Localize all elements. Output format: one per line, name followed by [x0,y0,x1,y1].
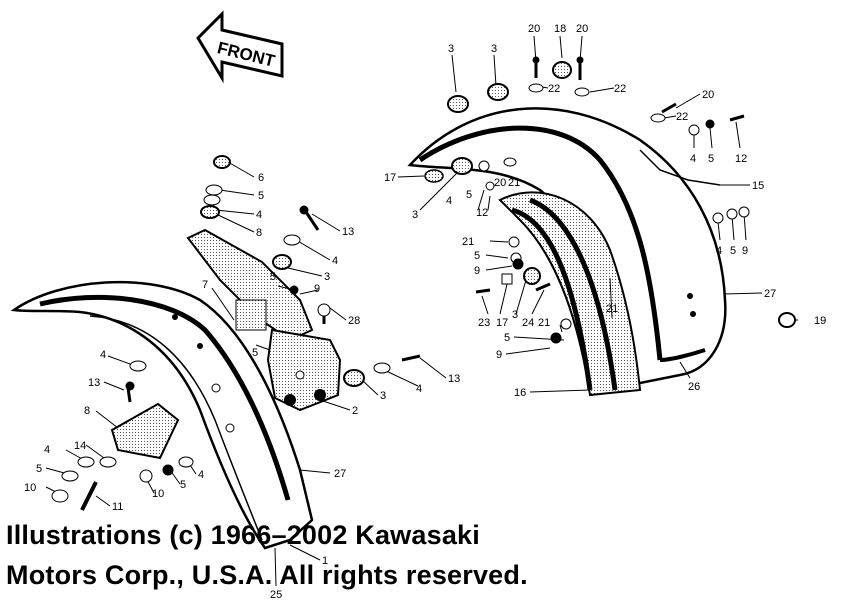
callout-label: 3 [380,390,386,402]
callout-label: 3 [512,309,518,321]
callout-label: 4 [690,153,696,165]
callout-label: 12 [476,207,488,219]
callout-label: 14 [74,440,86,452]
callout-label: 21 [606,303,618,315]
callout-label: 16 [514,387,526,399]
callout-label: 12 [735,153,747,165]
callout-label: 24 [522,317,534,329]
callout-label: 17 [384,172,396,184]
callout-label: 3 [448,43,454,55]
callout-label: 5 [270,271,276,283]
callout-label: 4 [100,349,106,361]
callout-label: 3 [324,271,330,283]
callout-label: 27 [764,288,776,300]
callout-label: 21 [538,317,550,329]
callout-label: 11 [112,501,123,513]
callout-label: 5 [180,479,186,491]
callout-label: 5 [36,463,42,475]
copyright-line-2: Motors Corp., U.S.A. All rights reserved… [6,560,528,590]
callout-label: 15 [752,180,764,192]
callout-label: 28 [348,315,360,327]
callout-label: 4 [332,255,338,267]
callout-label: 8 [84,405,90,417]
fender-plate [110,402,180,460]
callout-label: 22 [548,83,560,95]
callout-label: 20 [702,89,714,101]
callout-label: 6 [258,172,264,184]
callout-label: 5 [708,153,714,165]
callout-label: 2 [352,405,358,417]
callout-label: 4 [256,209,262,221]
callout-label: 9 [496,349,502,361]
callout-label: 5 [252,347,258,359]
callout-label: 9 [742,245,748,257]
callout-label: 4 [446,195,452,207]
callout-label: 22 [676,111,688,123]
callout-label: 13 [88,377,100,389]
callout-label: 4 [416,383,422,395]
callout-label: 5 [504,332,510,344]
fender-bracket [186,228,342,412]
callout-label: 3 [491,43,497,55]
callout-label: 21 [508,177,520,189]
callout-label: 9 [314,283,320,295]
callout-label: 21 [462,236,474,248]
callout-label: 23 [478,317,490,329]
callout-label: 25 [270,589,282,601]
callout-label: 8 [256,227,262,239]
callout-label: 20 [528,23,540,35]
callout-label: 10 [24,482,36,494]
callout-label: 26 [688,381,700,393]
callout-label: 4 [716,245,722,257]
callout-label: 22 [614,83,626,95]
callout-label: 19 [814,315,826,327]
callout-label: 9 [474,265,480,277]
callout-label: 3 [412,209,418,221]
rear-inner-fender [498,191,642,397]
callout-label: 17 [496,317,508,329]
callout-label: 13 [342,226,354,238]
callout-label: 18 [554,23,566,35]
callout-label: 5 [474,250,480,262]
callout-label: 13 [448,373,460,385]
front-fender [10,280,314,550]
copyright-line-1: Illustrations (c) 1966–2002 Kawasaki [6,520,480,550]
rear-fender [407,107,727,387]
front-arrow-icon: FRONT [196,10,284,84]
callout-label: 5 [730,245,736,257]
callout-label: 5 [258,190,264,202]
hardware-parts [51,56,796,511]
callout-label: 4 [198,469,204,481]
callout-labels: 20 18 20 3 3 22 22 20 22 4 5 12 15 17 3 … [24,23,826,601]
callout-label: 27 [334,468,346,480]
callout-label: 20 [494,177,506,189]
callout-label: 1 [322,555,328,567]
callout-label: 10 [152,488,164,500]
callout-label: 20 [576,23,588,35]
callout-label: 7 [202,279,208,291]
callout-label: 5 [466,189,472,201]
callout-label: 4 [44,444,50,456]
